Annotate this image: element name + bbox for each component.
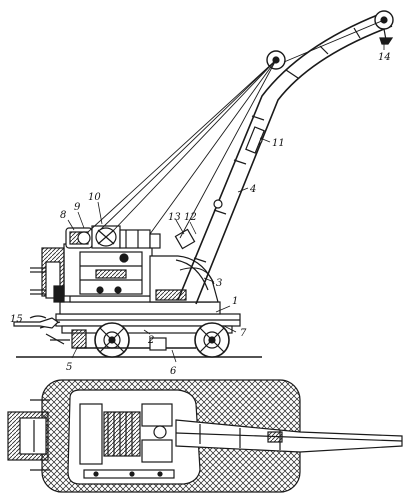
- callout-leaders: [24, 42, 385, 363]
- callout-15: 15: [10, 314, 23, 325]
- callout-4: 4: [249, 184, 256, 195]
- wheel-left: [94, 322, 130, 358]
- callout-3: 3: [216, 278, 222, 289]
- callout-1: 1: [232, 296, 238, 307]
- tow-coupling: [13, 315, 70, 345]
- gear-box-under: [149, 337, 167, 351]
- plan-boom: [175, 419, 403, 453]
- plan-winches: [79, 403, 175, 479]
- callout-6: 6: [170, 366, 177, 377]
- boom-head-pulley: [374, 10, 394, 45]
- side-view: [13, 10, 394, 358]
- callout-9: 9: [74, 202, 81, 213]
- slewing-arc: [179, 267, 215, 285]
- callout-2: 2: [147, 335, 154, 346]
- callout-11: 11: [272, 138, 285, 149]
- callout-7: 7: [240, 328, 247, 339]
- machinery-house: [63, 243, 153, 297]
- motor-8-9: [65, 227, 93, 249]
- callout-labels: 1 2 3 4 5 6 7 8 9 10 11 12 13 14 15: [10, 52, 391, 377]
- callout-12: 12: [184, 212, 197, 223]
- axle-box-left: [71, 329, 87, 349]
- callout-10: 10: [88, 192, 101, 203]
- callout-14: 14: [378, 52, 391, 63]
- rear-counterweight: [30, 247, 65, 303]
- plan-view: [7, 379, 403, 493]
- chassis-frame: [39, 313, 241, 334]
- callout-8: 8: [60, 210, 66, 221]
- luffing-cables: [87, 19, 385, 239]
- wheel-right: [194, 322, 230, 358]
- boom-jib: [177, 13, 393, 305]
- callout-13: 13: [168, 212, 181, 223]
- winch-drum-10: [91, 225, 161, 249]
- callout-5: 5: [66, 362, 72, 373]
